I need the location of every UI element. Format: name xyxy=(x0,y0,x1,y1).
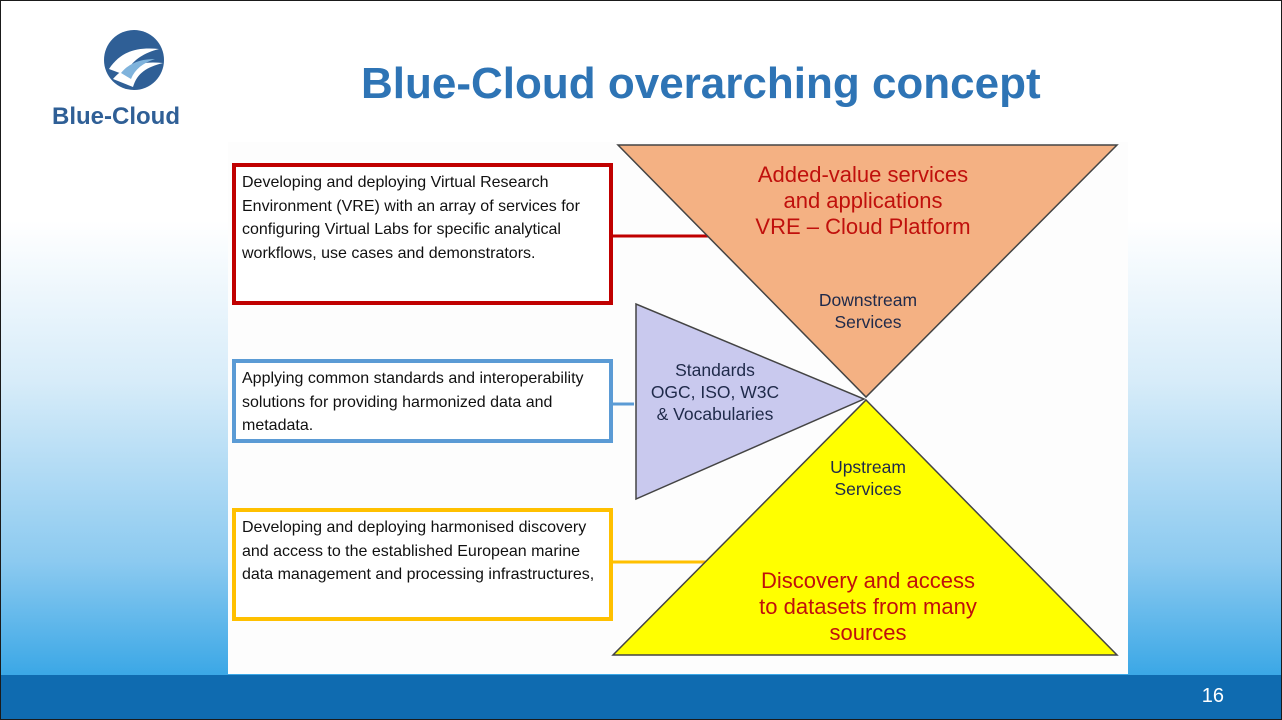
wave-logo-icon xyxy=(104,30,164,90)
footer-bar: 16 xyxy=(1,675,1281,719)
discovery-line-2: to datasets from many xyxy=(759,594,977,619)
data-access-text-box: Developing and deploying harmonised disc… xyxy=(232,508,613,621)
downstream-line-1: Downstream xyxy=(818,290,918,310)
standards-label: Standards OGC, ISO, W3C & Vocabularies xyxy=(630,359,800,425)
discovery-label: Discovery and access to datasets from ma… xyxy=(708,568,1028,646)
added-value-label: Added-value services and applications VR… xyxy=(638,162,1088,240)
standards-line-1: Standards xyxy=(675,360,755,380)
downstream-line-2: Services xyxy=(834,312,902,332)
standards-text-box: Applying common standards and interopera… xyxy=(232,359,613,443)
vre-text-box: Developing and deploying Virtual Researc… xyxy=(232,163,613,305)
standards-triangle xyxy=(635,302,866,501)
standards-line-2: OGC, ISO, W3C xyxy=(650,382,780,402)
upstream-label: Upstream Services xyxy=(808,456,928,500)
page-title: Blue-Cloud overarching concept xyxy=(361,59,1041,108)
added-value-line-2: and applications xyxy=(783,188,943,213)
diagram-shapes xyxy=(611,144,1119,656)
page-number: 16 xyxy=(1201,685,1224,707)
discovery-line-3: sources xyxy=(829,620,907,645)
upstream-line-2: Services xyxy=(834,479,902,499)
discovery-line-1: Discovery and access xyxy=(761,568,975,593)
downstream-triangle xyxy=(616,144,1119,399)
added-value-line-1: Added-value services xyxy=(757,162,969,187)
concept-diagram: Developing and deploying Virtual Researc… xyxy=(228,142,1128,674)
added-value-line-3: VRE – Cloud Platform xyxy=(755,214,971,239)
logo: Blue-Cloud xyxy=(31,21,201,141)
logo-text: Blue-Cloud xyxy=(52,103,180,130)
standards-line-3: & Vocabularies xyxy=(656,404,774,424)
downstream-label: Downstream Services xyxy=(798,289,938,333)
upstream-line-1: Upstream xyxy=(830,457,906,477)
upstream-triangle xyxy=(611,398,1119,656)
